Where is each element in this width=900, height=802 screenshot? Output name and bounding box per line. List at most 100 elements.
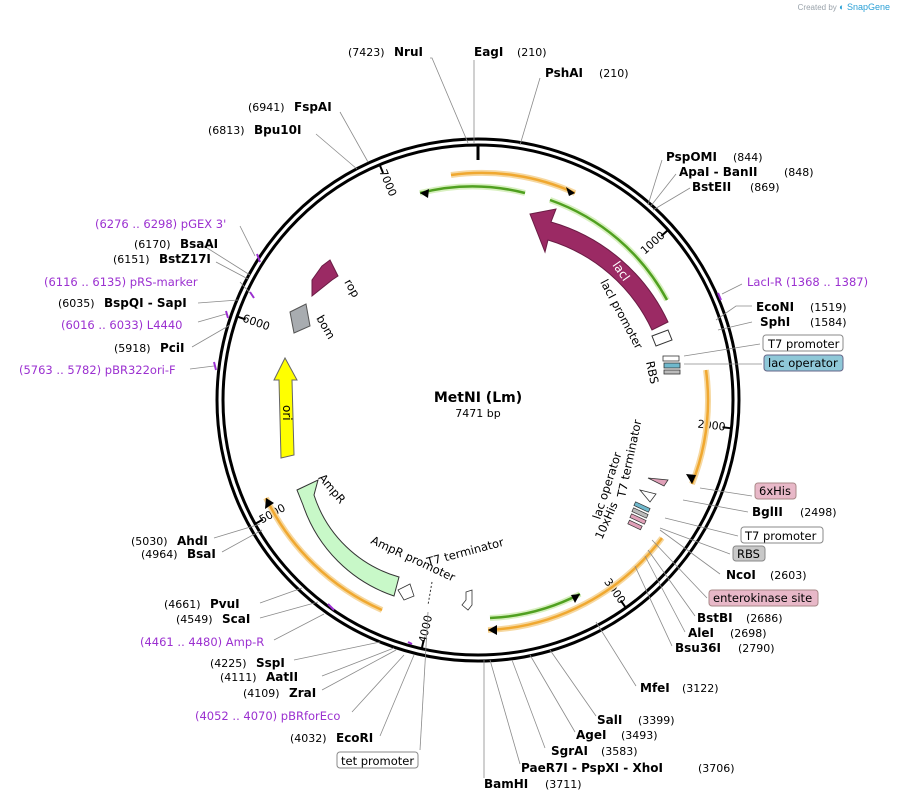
bom-feature[interactable]	[289, 303, 311, 334]
site-pspomi[interactable]: PspOMI (844)	[647, 150, 763, 206]
primer-prs-marker[interactable]: (6116 .. 6135) pRS-marker	[44, 275, 255, 299]
site-sspi[interactable]: (4225) SspI	[210, 641, 381, 670]
primer-laci-r[interactable]: LacI-R (1368 .. 1387)	[717, 275, 868, 301]
site-pspomi-name: PspOMI	[666, 150, 717, 164]
ampr-promoter-feature[interactable]	[397, 583, 415, 601]
tick-label-7000: 7000	[376, 168, 399, 199]
tick-label-2000: 2000	[697, 418, 726, 434]
primer-l4440[interactable]: (6016 .. 6033) L4440	[61, 310, 229, 332]
site-alei-name: AleI	[688, 626, 714, 640]
rbs-block[interactable]	[663, 369, 681, 375]
site-econi[interactable]: EcoNI (1519)	[715, 300, 847, 321]
orf-arc-top-head	[566, 187, 575, 196]
site-sgrai[interactable]: SgrAI (3583)	[511, 659, 638, 758]
snapgene-logo: ◐ SnapGene	[839, 2, 890, 12]
ori-feature[interactable]	[273, 356, 298, 459]
site-bamhi-pos: (3711)	[545, 778, 582, 791]
site-scai[interactable]: (4549) ScaI	[176, 601, 319, 626]
site-mfei[interactable]: MfeI (3122)	[595, 621, 719, 695]
site-apai[interactable]: ApaI - BanII (848)	[649, 165, 814, 208]
callout-6xhis[interactable]: 6xHis	[699, 482, 797, 500]
site-agei-pos: (3493)	[621, 729, 658, 742]
site-bsaai[interactable]: (6170) BsaAI	[134, 237, 251, 276]
site-bsu36i[interactable]: Bsu36I (2790)	[634, 565, 775, 655]
tick-1000	[660, 229, 668, 237]
site-pvui[interactable]: (4661) PvuI	[164, 587, 303, 611]
callout-tet-promoter[interactable]: tet promoter	[336, 611, 429, 769]
primer-amp-r-label: (4461 .. 4480) Amp-R	[140, 635, 264, 649]
site-mfei-pos: (3122)	[682, 682, 719, 695]
site-bamhi[interactable]: BamHI (3711)	[483, 660, 582, 791]
enterokinase-feature[interactable]	[627, 519, 643, 531]
orf-arc-right	[690, 369, 710, 485]
site-fspai[interactable]: (6941) FspAI	[248, 100, 369, 163]
lac-operator-block[interactable]	[663, 362, 681, 369]
t7-terminator-feature[interactable]	[461, 589, 473, 611]
primer-pbr322ori-f[interactable]: (5763 .. 5782) pBR322ori-F	[19, 361, 217, 377]
primer-l4440-label: (6016 .. 6033) L4440	[61, 318, 182, 332]
orf-laci	[549, 198, 669, 301]
site-ncoi[interactable]: NcoI (2603)	[659, 529, 807, 582]
site-ecori[interactable]: (4032) EcoRI	[290, 654, 415, 745]
site-zrai-name: ZraI	[289, 686, 316, 700]
site-ahdi[interactable]: (5030) AhdI	[131, 523, 261, 548]
site-pshai[interactable]: PshAI (210)	[519, 66, 629, 146]
site-sphi-name: SphI	[760, 315, 790, 329]
site-pcii-name: PciI	[160, 341, 185, 355]
callout-enterokinase[interactable]: enterokinase site	[651, 539, 819, 607]
site-agei[interactable]: AgeI (3493)	[529, 654, 658, 742]
site-bspqi[interactable]: (6035) BspQI - SapI	[58, 296, 239, 310]
site-bsaai-name: BsaAI	[180, 237, 218, 251]
t7-promoter-block[interactable]	[662, 355, 680, 362]
site-bpu10i[interactable]: (6813) Bpu10I	[208, 123, 358, 170]
laci-promoter-feature[interactable]	[651, 329, 673, 347]
site-sphi[interactable]: SphI (1584)	[717, 315, 847, 331]
site-bstbi[interactable]: BstBI (2686)	[647, 549, 783, 625]
site-bstz17i[interactable]: (6151) BstZ17I	[113, 252, 249, 280]
rbs-label: RBS	[643, 360, 661, 385]
tick-2000	[722, 426, 731, 430]
site-paer7i[interactable]: PaeR7I - PspXI - XhoI (3706)	[489, 659, 735, 775]
tet-promoter-feature[interactable]	[427, 581, 433, 606]
site-bpu10i-pos: (6813)	[208, 124, 245, 137]
laci-feature[interactable]	[529, 208, 669, 331]
primer-pgex3[interactable]: (6276 .. 6298) pGEX 3'	[95, 217, 261, 263]
site-eagi[interactable]: EagI (210)	[473, 45, 547, 143]
site-pvui-name: PvuI	[210, 597, 240, 611]
site-nrui[interactable]: (7423) NruI	[348, 45, 469, 144]
rbs-feature[interactable]	[631, 507, 649, 519]
site-bglii[interactable]: BglII (2498)	[682, 499, 837, 519]
site-alei[interactable]: AleI (2698)	[644, 555, 767, 640]
his10-feature[interactable]	[629, 513, 647, 525]
lac-operator-feature[interactable]	[633, 501, 651, 513]
orf-arc-bottom	[487, 537, 664, 632]
t7-promoter-feature[interactable]	[638, 489, 657, 503]
site-bsu36i-name: Bsu36I	[675, 641, 721, 655]
callout-lac-operator-1[interactable]: lac operator	[684, 354, 844, 372]
site-bspqi-pos: (6035)	[58, 297, 95, 310]
primer-amp-r[interactable]: (4461 .. 4480) Amp-R	[140, 603, 335, 649]
site-bsteii[interactable]: BstEII (869)	[652, 180, 780, 211]
site-bsai[interactable]: (4964) BsaI	[141, 529, 263, 561]
site-bstbi-pos: (2686)	[746, 612, 783, 625]
site-pcii[interactable]: (5918) PciI	[114, 324, 231, 355]
primer-pbrforeco[interactable]: (4052 .. 4070) pBRforEco	[195, 641, 413, 723]
site-bsteii-pos: (869)	[750, 181, 780, 194]
site-sphi-pos: (1584)	[810, 316, 847, 329]
site-aatii[interactable]: (4111) AatII	[220, 647, 395, 684]
site-bsteii-name: BstEII	[692, 180, 731, 194]
ampr-feature[interactable]	[296, 479, 400, 597]
primer-laci-r-label: LacI-R (1368 .. 1387)	[747, 275, 868, 289]
callout-rbs[interactable]: RBS	[659, 527, 766, 562]
6xhis-feature[interactable]	[647, 477, 669, 487]
site-bsai-name: BsaI	[187, 547, 216, 561]
callout-t7-promoter-2[interactable]: T7 promoter	[664, 517, 824, 544]
rop-feature[interactable]	[311, 259, 339, 298]
callout-t7-promoter-1[interactable]: T7 promoter	[683, 334, 844, 357]
tick-5000	[255, 518, 264, 525]
callout-t7-promoter-1-label: T7 promoter	[767, 337, 840, 351]
site-sali[interactable]: SalI (3399)	[549, 649, 675, 727]
site-zrai[interactable]: (4109) ZraI	[243, 649, 397, 700]
site-bstbi-name: BstBI	[697, 611, 733, 625]
